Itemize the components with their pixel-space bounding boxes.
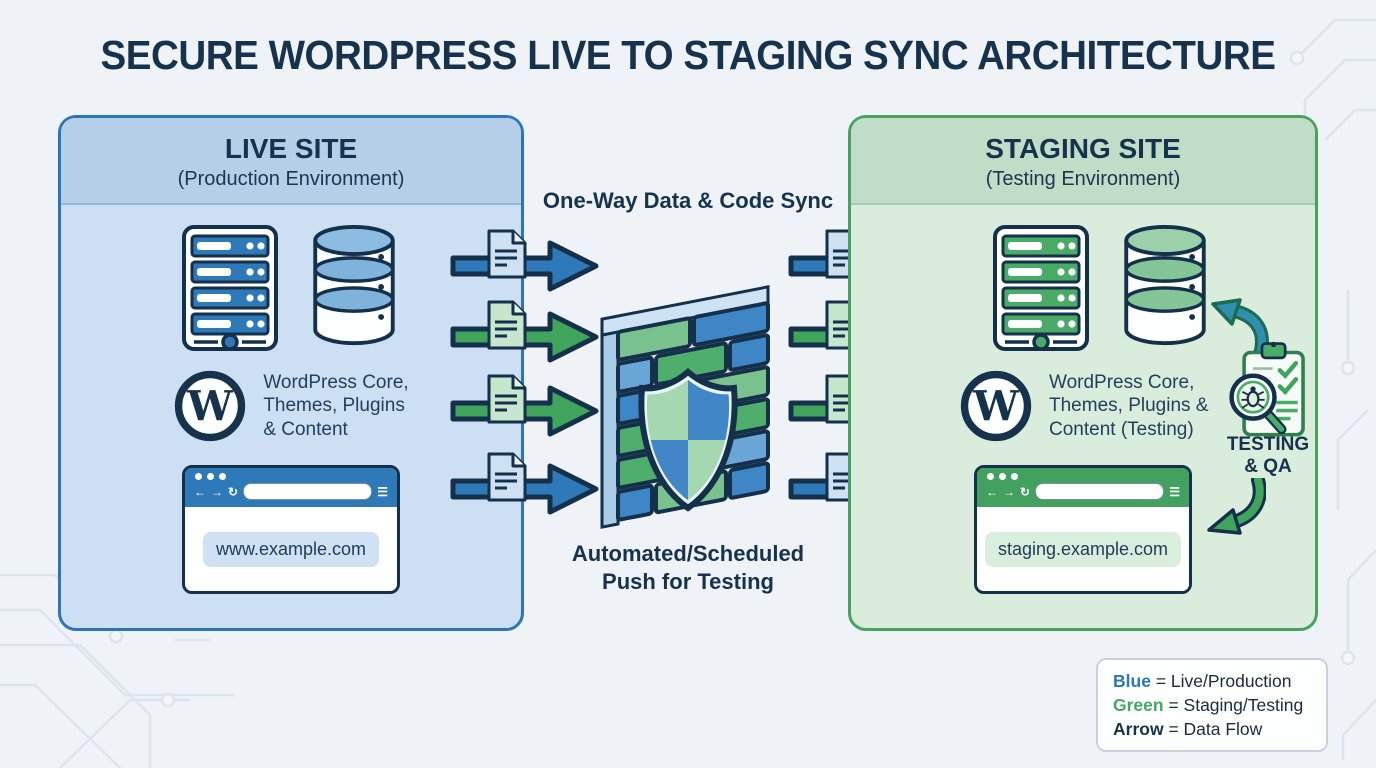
browser-titlebar [977, 468, 1189, 481]
browser-viewport: staging.example.com [977, 507, 1189, 591]
legend-term-green: Green [1113, 695, 1164, 715]
magnifier-bug-icon [1229, 373, 1287, 435]
wordpress-logo-icon: W [960, 370, 1032, 442]
forward-icon: → [211, 484, 223, 499]
legend-box: Blue = Live/Production Green = Staging/T… [1096, 658, 1328, 752]
live-site-heading: LIVE SITE [224, 133, 358, 164]
clipboard-qa-icon [1229, 341, 1305, 437]
server-icon [993, 225, 1089, 351]
window-dot-icon [999, 473, 1006, 480]
legend-item: Green = Staging/Testing [1113, 695, 1304, 715]
database-icon [313, 224, 395, 346]
back-icon: ← [986, 484, 998, 499]
feedback-arrow-down-icon [1207, 478, 1266, 535]
staging-site-subheading: (Testing Environment) [985, 168, 1181, 190]
legend-term-blue: Blue [1113, 671, 1151, 691]
browser-toolbar: ← → ↻ ☰ [977, 481, 1189, 507]
window-dot-icon [219, 473, 226, 480]
circuit-decoration [1336, 290, 1376, 760]
legend-item: Arrow = Data Flow [1113, 719, 1263, 739]
live-stack-label: WordPress Core, Themes, Plugins & Conten… [263, 372, 409, 440]
live-site-panel: LIVE SITE (Production Environment) [58, 115, 524, 631]
live-site-subheading: (Production Environment) [177, 168, 405, 190]
browser-viewport: www.example.com [185, 507, 397, 591]
window-dot-icon [207, 473, 214, 480]
svg-text:W: W [972, 382, 1020, 430]
browser-toolbar: ← → ↻ ☰ [185, 481, 397, 507]
sync-arrow [450, 374, 600, 442]
menu-icon: ☰ [1169, 484, 1180, 499]
browser-titlebar [185, 468, 397, 481]
wordpress-logo-icon: W [175, 370, 246, 442]
server-icon [182, 225, 278, 351]
browser-window-live: ← → ↻ ☰ www.example.com [182, 465, 400, 594]
sync-arrow [450, 300, 600, 368]
address-bar [243, 483, 373, 500]
staging-stack-label: WordPress Core, Themes, Plugins & Conten… [1049, 372, 1209, 440]
document-icon [487, 452, 527, 502]
window-dot-icon [1011, 473, 1018, 480]
browser-window-staging: ← → ↻ ☰ staging.example.com [974, 465, 1192, 594]
live-url-label: www.example.com [202, 531, 380, 567]
sync-arrow [450, 452, 600, 520]
document-icon [487, 300, 527, 350]
qa-label: TESTING & QA [1226, 434, 1310, 477]
sync-top-label: One-Way Data & Code Sync [542, 188, 834, 213]
menu-icon: ☰ [377, 484, 388, 499]
staging-site-heading: STAGING SITE [985, 133, 1181, 164]
address-bar [1035, 483, 1165, 500]
legend-term-arrow: Arrow [1113, 719, 1164, 739]
diagram-title: SECURE WORDPRESS LIVE TO STAGING SYNC AR… [100, 32, 1276, 78]
refresh-icon: ↻ [1020, 484, 1031, 499]
window-dot-icon [987, 473, 994, 480]
staging-url-label: staging.example.com [984, 531, 1182, 567]
sync-arrow [450, 229, 600, 297]
live-site-header: LIVE SITE (Production Environment) [61, 118, 521, 205]
window-dot-icon [195, 473, 202, 480]
staging-site-header: STAGING SITE (Testing Environment) [851, 118, 1315, 205]
svg-text:W: W [186, 382, 234, 430]
staging-site-panel: STAGING SITE (Testing Environment) [848, 115, 1318, 631]
document-icon [487, 229, 527, 279]
document-icon [487, 374, 527, 424]
back-icon: ← [194, 484, 206, 499]
legend-item: Blue = Live/Production [1113, 671, 1292, 691]
forward-icon: → [1003, 484, 1015, 499]
refresh-icon: ↻ [228, 484, 239, 499]
database-icon [1124, 224, 1206, 346]
firewall-shield-icon [600, 285, 770, 529]
sync-bottom-label: Automated/Scheduled Push for Testing [571, 541, 805, 594]
